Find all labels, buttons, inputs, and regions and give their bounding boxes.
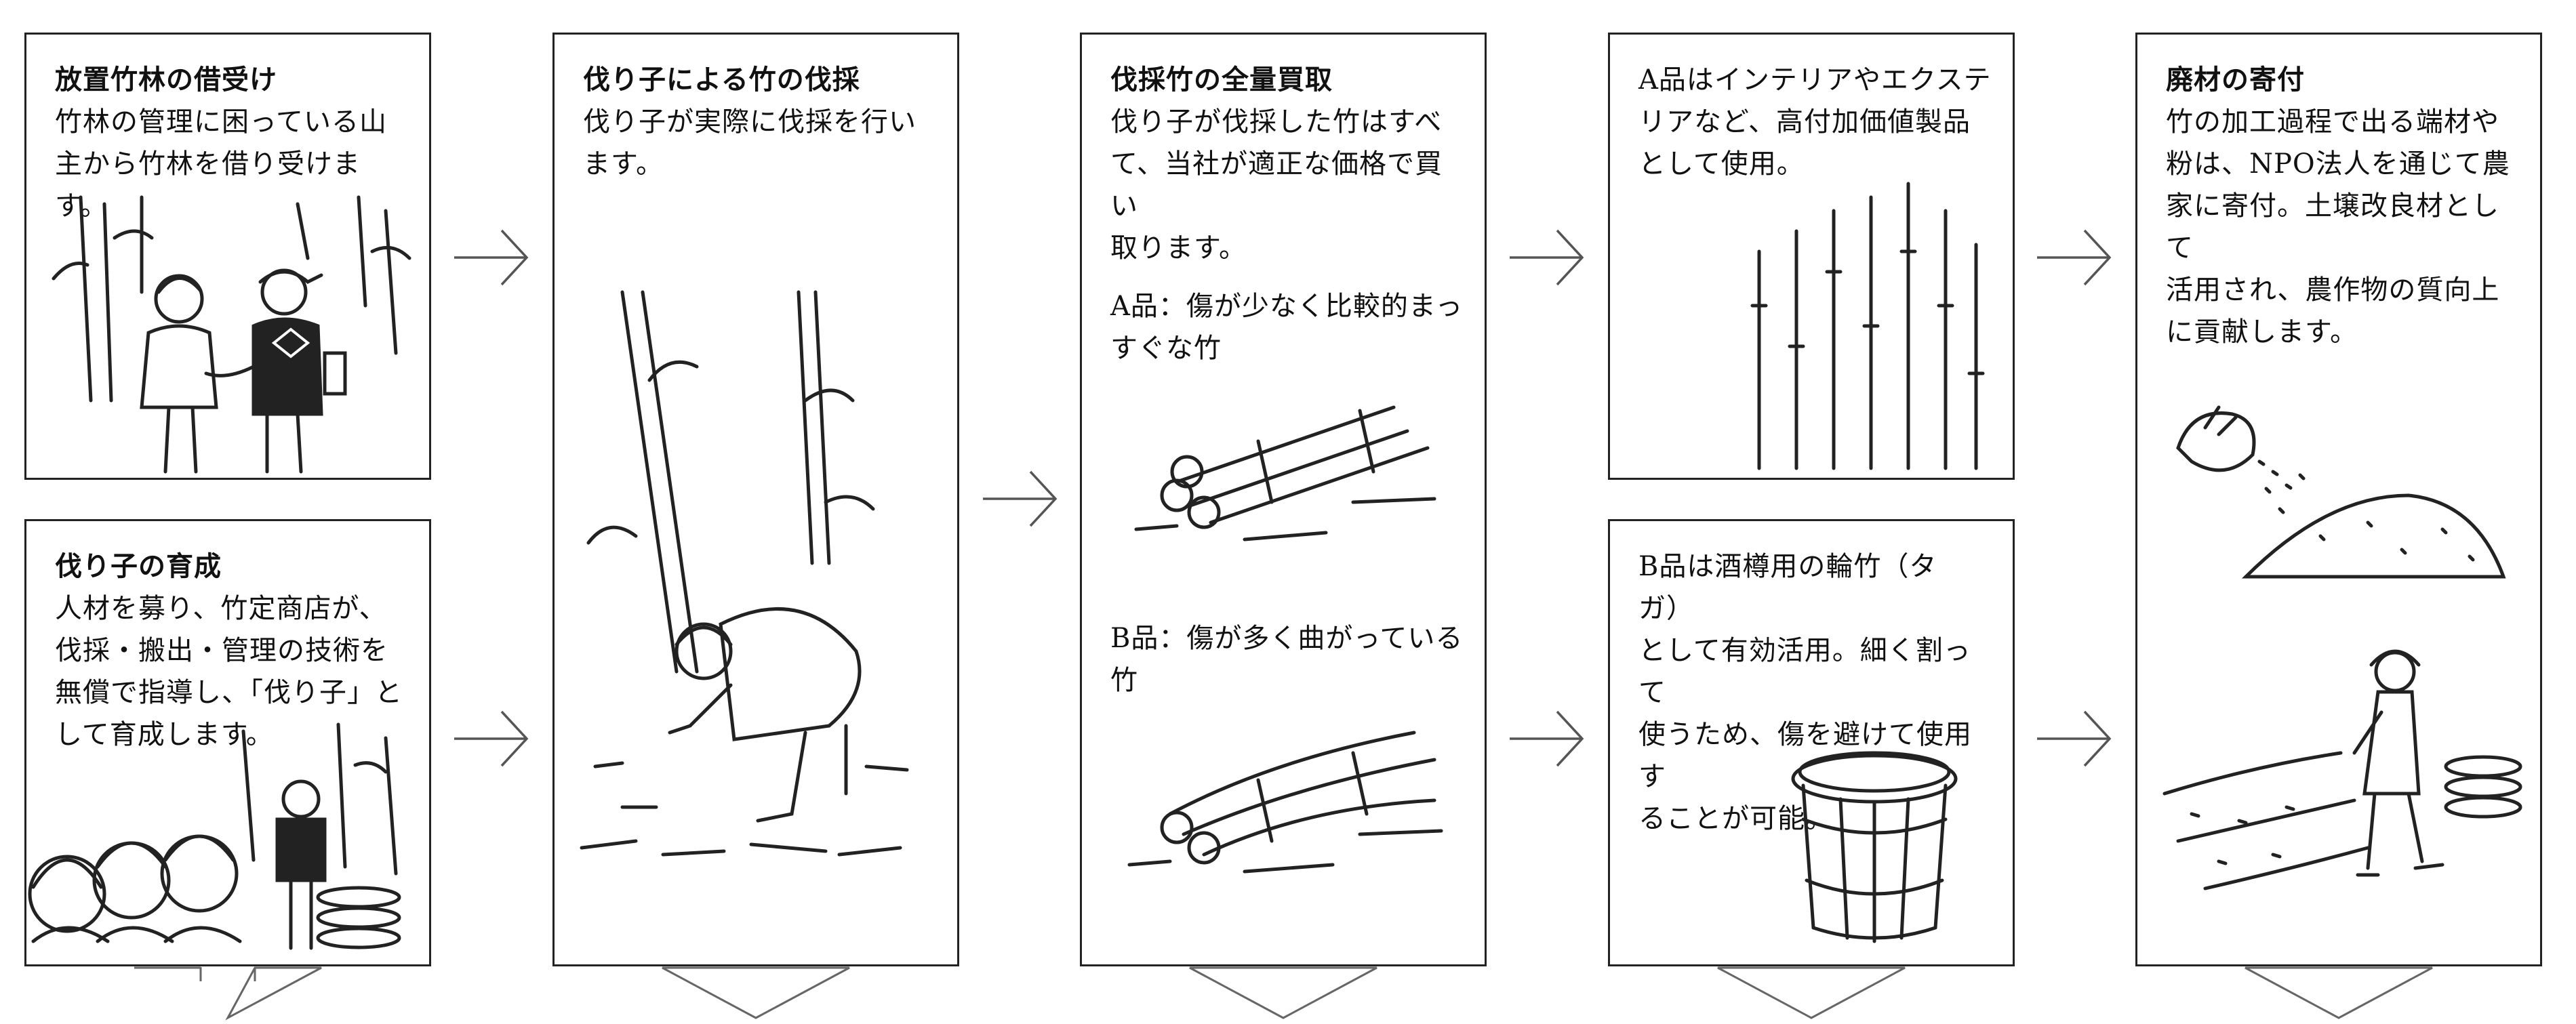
panel-title: 伐り子による竹の伐採 <box>583 64 860 96</box>
sake-barrel-illustration <box>1791 751 1958 943</box>
panel-title: 伐採竹の全量買取 <box>1110 64 1333 96</box>
bamboo-poles-illustration <box>1750 182 1985 470</box>
handshake-illustration <box>52 195 411 474</box>
grade-b-bamboo-bundle <box>1127 731 1443 874</box>
panel-grade-a-usage: A品はインテリアやエクステ リアなど、高付加価値製品 として使用。 <box>1608 33 2015 480</box>
panel-title: 放置竹林の借受け <box>55 64 277 96</box>
panel-description: 竹の加工過程で出る端材や 粉は、NPO法人を通じて農 家に寄付。土壌改良材として… <box>2166 106 2510 348</box>
farmer-illustration <box>2162 649 2522 890</box>
panel-description: 人材を募り、竹定商店が、 伐採・搬出・管理の技術を 無償で指導し、「伐り子」と … <box>55 593 403 750</box>
arrow-down-icon <box>662 966 850 1019</box>
arrow-down-icon <box>134 966 322 1021</box>
arrow-right-icon <box>2037 229 2112 286</box>
panel-description: 伐り子が伐採した竹はすべ て、当社が適正な価格で買い 取ります。 <box>1110 106 1443 264</box>
panel-title: 廃材の寄付 <box>2166 64 2305 96</box>
panel-waste-donation: 廃材の寄付 竹の加工過程で出る端材や 粉は、NPO法人を通じて農 家に寄付。土壌… <box>2135 33 2542 966</box>
panel-title: 伐り子の育成 <box>55 550 222 582</box>
arrow-right-icon <box>454 710 529 767</box>
arrow-right-icon <box>983 470 1058 527</box>
arrow-right-icon <box>1510 710 1584 767</box>
cutting-illustration <box>580 290 909 857</box>
panel-description: A品はインテリアやエクステ リアなど、高付加価値製品 として使用。 <box>1638 64 1992 180</box>
arrow-right-icon <box>1510 229 1584 286</box>
panel-full-purchase: 伐採竹の全量買取 伐り子が伐採した竹はすべ て、当社が適正な価格で買い 取ります… <box>1080 33 1487 966</box>
arrow-right-icon <box>454 229 529 286</box>
training-illustration <box>28 722 401 950</box>
arrow-down-icon <box>1717 966 1906 1019</box>
panel-bamboo-cutting: 伐り子による竹の伐採 伐り子が実際に伐採を行い ます。 <box>552 33 959 966</box>
panel-grade-b-usage: B品は酒樽用の輪竹（タガ） として有効活用。細く割って 使うため、傷を避けて使用… <box>1608 519 2015 966</box>
panel-description: B品は酒樽用の輪竹（タガ） として有効活用。細く割って 使うため、傷を避けて使用… <box>1638 551 1972 834</box>
panel-description: 竹林の管理に困っている山 主から竹林を借り受けます。 <box>55 106 387 222</box>
arrow-right-icon <box>2037 710 2112 767</box>
grade-a-bamboo-bundle <box>1134 405 1436 541</box>
grade-a-description: A品：傷が少なく比較的まっ すぐな竹 <box>1110 291 1464 364</box>
sawdust-illustration <box>2176 405 2506 579</box>
grade-b-description: B品：傷が多く曲がっている竹 <box>1110 623 1464 696</box>
panel-cutter-training: 伐り子の育成 人材を募り、竹定商店が、 伐採・搬出・管理の技術を 無償で指導し、… <box>24 519 431 966</box>
arrow-down-icon <box>1189 966 1377 1019</box>
panel-description: 伐り子が実際に伐採を行い ます。 <box>583 106 917 180</box>
panel-bamboo-lease: 放置竹林の借受け 竹林の管理に困っている山 主から竹林を借り受けます。 <box>24 33 431 480</box>
arrow-down-icon <box>2245 966 2433 1019</box>
